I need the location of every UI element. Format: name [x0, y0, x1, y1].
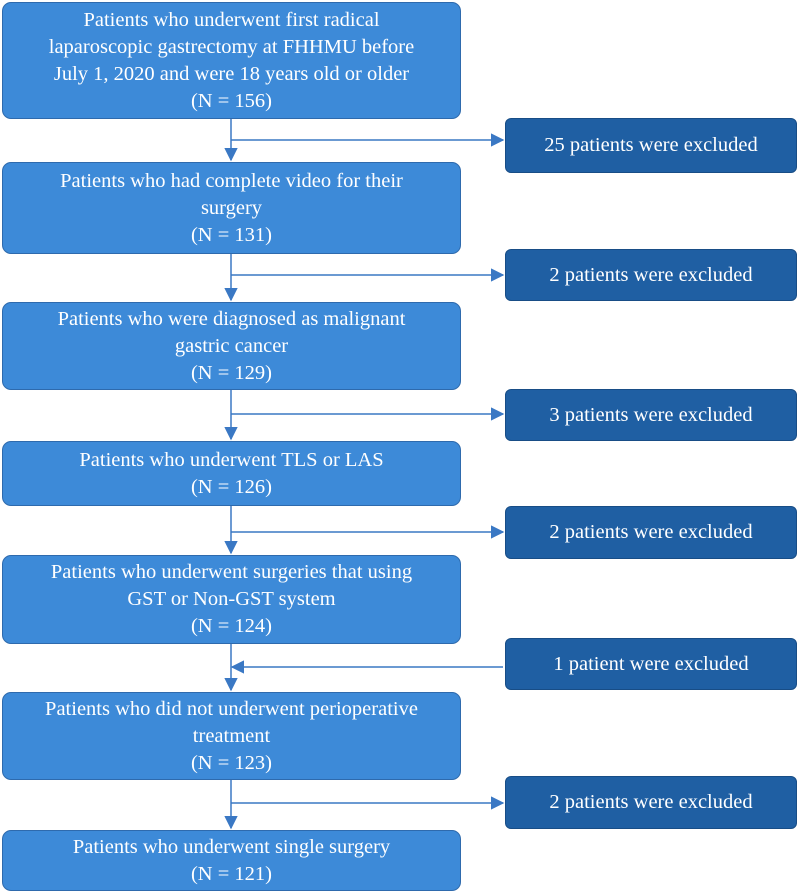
exclusion-box-5: 1 patient were excluded	[505, 638, 797, 690]
step-7-box: Patients who underwent single surgery (N…	[2, 830, 461, 891]
step-4-line-1: Patients who underwent TLS or LAS	[79, 448, 384, 471]
step-1-line-4: (N = 156)	[190, 89, 273, 112]
exclusion-box-6: 2 patients were excluded	[505, 776, 797, 829]
step-1-line-3: July 1, 2020 and were 18 years old or ol…	[53, 62, 410, 85]
step-3-box: Patients who were diagnosed as malignant…	[2, 302, 461, 390]
step-4-line-2: (N = 126)	[190, 475, 273, 498]
step-4-box: Patients who underwent TLS or LAS (N = 1…	[2, 441, 461, 506]
step-2-box: Patients who had complete video for thei…	[2, 162, 461, 254]
exclusion-box-3: 3 patients were excluded	[505, 389, 797, 441]
exclusion-box-4: 2 patients were excluded	[505, 506, 797, 559]
step-1-line-1: Patients who underwent first radical	[83, 8, 380, 31]
exclusion-box-2: 2 patients were excluded	[505, 249, 797, 301]
step-3-line-2: gastric cancer	[174, 334, 289, 357]
step-7-line-1: Patients who underwent single surgery	[72, 835, 391, 858]
step-2-line-3: (N = 131)	[190, 223, 273, 246]
step-6-line-2: treatment	[192, 724, 271, 747]
exclusion-box-1: 25 patients were excluded	[505, 118, 797, 173]
step-5-line-1: Patients who underwent surgeries that us…	[50, 561, 413, 583]
step-3-line-1: Patients who were diagnosed as malignant	[57, 307, 406, 330]
step-3-line-3: (N = 129)	[190, 361, 273, 384]
step-2-line-2: surgery	[200, 196, 263, 219]
step-6-box: Patients who did not underwent periopera…	[2, 692, 461, 780]
step-6-line-1: Patients who did not underwent periopera…	[45, 697, 418, 720]
step-6-line-3: (N = 123)	[190, 751, 273, 774]
step-7-line-2: (N = 121)	[190, 862, 273, 885]
step-5-line-3: (N = 124)	[190, 615, 273, 637]
step-1-box: Patients who underwent first radical lap…	[2, 2, 461, 119]
step-5-box: Patients who underwent surgeries that us…	[2, 555, 461, 644]
step-5-line-2: GST or Non-GST system	[127, 588, 336, 610]
step-1-line-2: laparoscopic gastrectomy at FHHMU before	[48, 35, 415, 58]
step-2-line-1: Patients who had complete video for thei…	[60, 169, 403, 192]
